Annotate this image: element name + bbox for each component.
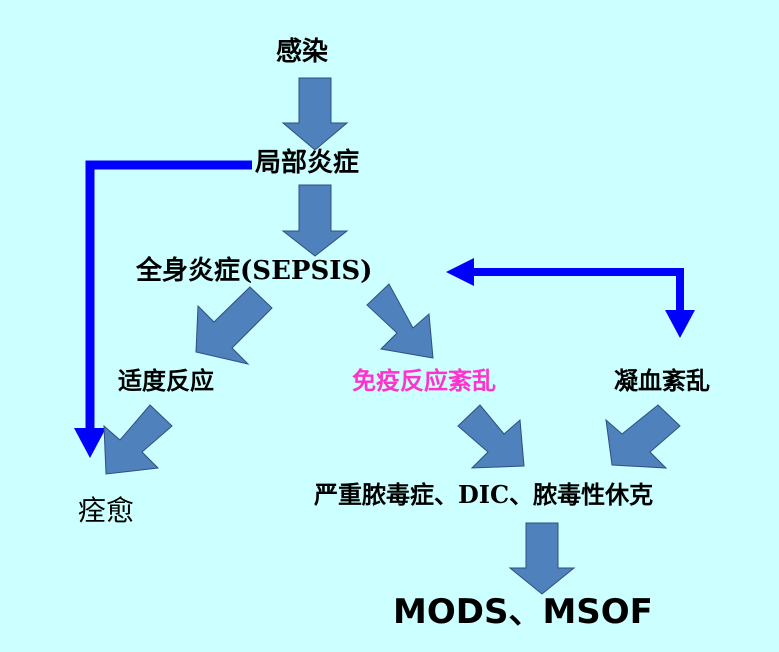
node-complications: 严重脓毒症、DIC、脓毒性休克 xyxy=(314,480,654,509)
node-coagulation-disorder: 凝血紊乱 xyxy=(614,366,710,395)
block-arrow-infection-to-local xyxy=(281,77,349,151)
block-arrow-immune-to-complications xyxy=(457,404,525,469)
block-arrow-sepsis-to-immune xyxy=(366,283,434,359)
block-arrow-coagulation-to-complications xyxy=(605,404,681,469)
block-arrow-complications-to-mods xyxy=(508,522,576,595)
block-arrow-sepsis-to-appropriate xyxy=(195,286,273,365)
line-arrow-sepsis-coagulation xyxy=(446,258,695,338)
node-appropriate-response: 适度反应 xyxy=(118,366,214,395)
node-infection: 感染 xyxy=(276,37,329,67)
node-local-inflammation: 局部炎症 xyxy=(255,148,360,178)
node-systemic-inflammation-sepsis: 全身炎症(SEPSIS) xyxy=(136,256,373,286)
block-arrow-appropriate-to-recovery xyxy=(103,404,173,475)
node-mods-msof: MODS、MSOF xyxy=(393,592,653,632)
block-arrow-local-to-sepsis xyxy=(281,184,349,257)
line-arrow-local-to-recovery xyxy=(74,160,252,458)
node-recovery: 痊愈 xyxy=(78,494,135,527)
node-immune-disorder: 免疫反应紊乱 xyxy=(352,366,496,395)
